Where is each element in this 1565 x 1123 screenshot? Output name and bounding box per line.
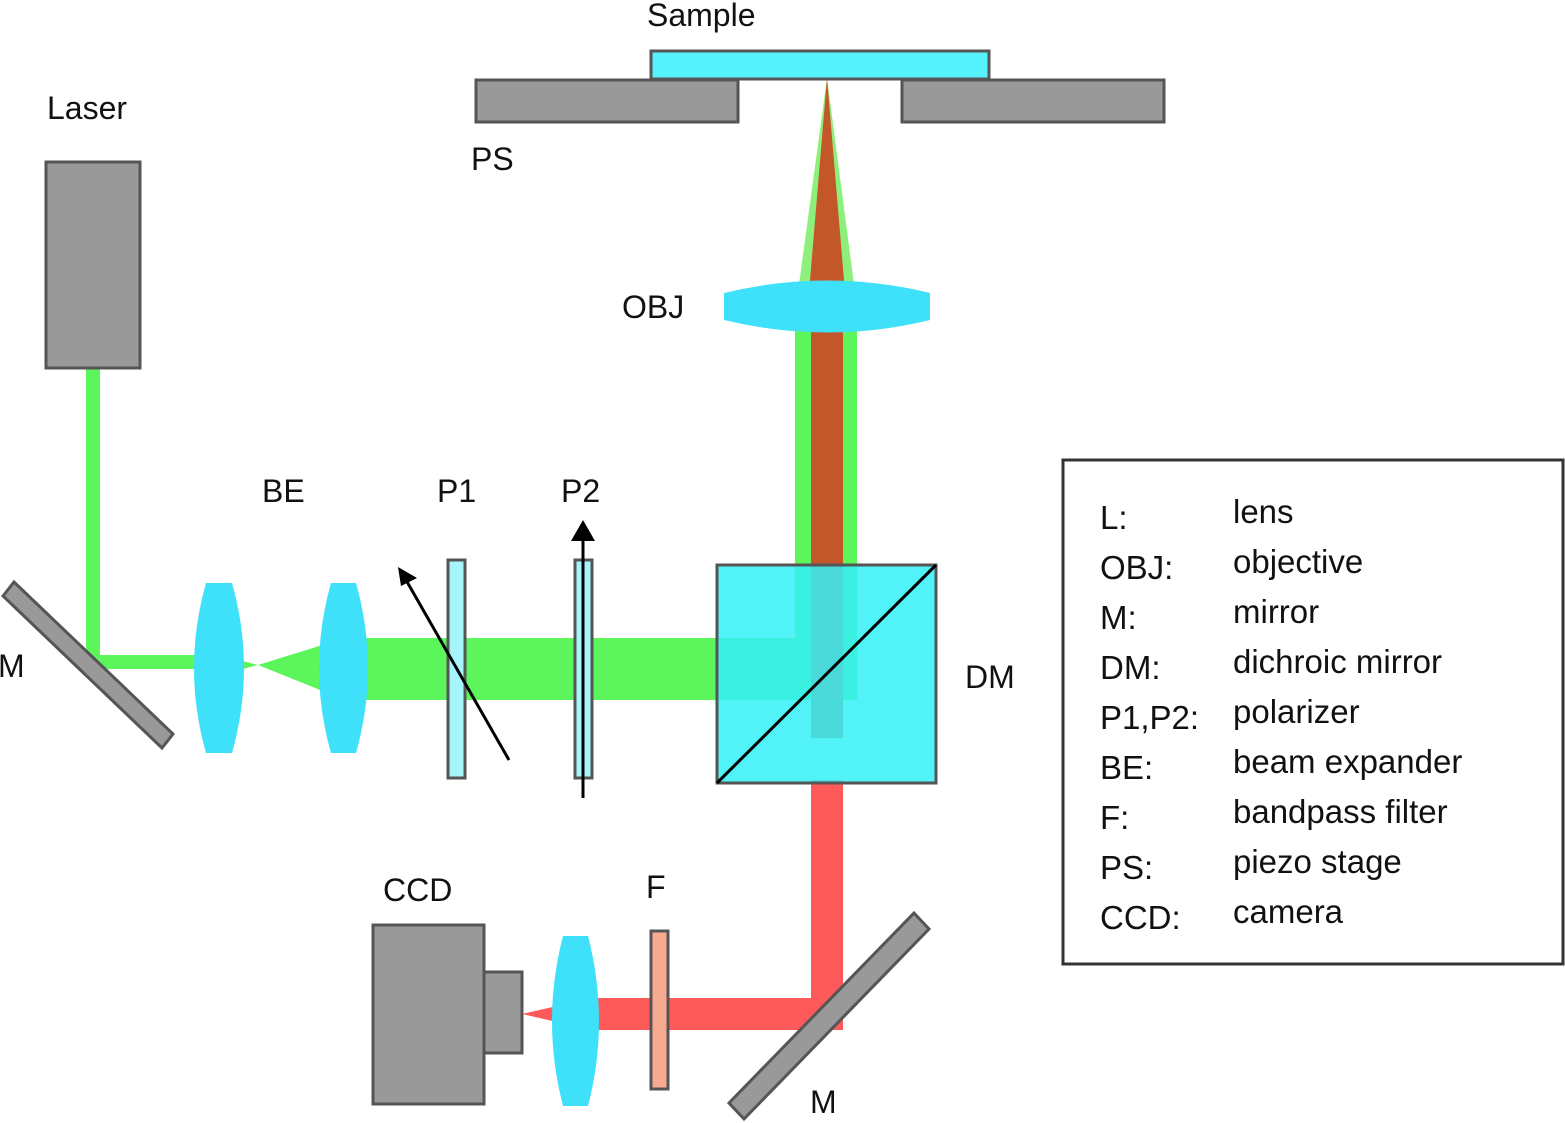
laser-box xyxy=(44,160,142,370)
legend-key: F: xyxy=(1100,799,1129,836)
legend-value: bandpass filter xyxy=(1233,793,1448,830)
polarizer-1-arrowhead xyxy=(398,567,417,586)
legend-value: mirror xyxy=(1233,593,1319,630)
legend-value: piezo stage xyxy=(1233,843,1402,880)
legend-key: OBJ: xyxy=(1100,549,1173,586)
polarizer-2-label: P2 xyxy=(561,473,600,509)
ccd-camera-nose xyxy=(482,970,524,1055)
legend-value: polarizer xyxy=(1233,693,1360,730)
beam-expander-label: BE xyxy=(262,473,305,509)
camera-label: CCD xyxy=(383,872,452,908)
legend-key: L: xyxy=(1100,499,1128,536)
mirror-left xyxy=(0,579,176,751)
dichroic-mirror-label: DM xyxy=(965,659,1015,695)
ccd-camera-body xyxy=(371,923,486,1106)
legend-key: DM: xyxy=(1100,649,1161,686)
polarizer-1-axis-line xyxy=(404,579,511,761)
sample-slide xyxy=(649,49,991,81)
objective-label: OBJ xyxy=(622,289,684,325)
polarizer-2-arrowhead xyxy=(571,520,595,541)
tube-lens xyxy=(552,936,599,1106)
mirror-left-shape xyxy=(0,579,176,751)
mirror-bottom-shape xyxy=(726,910,932,1122)
dichroic-mirror-diagonal xyxy=(715,563,938,785)
mirror-left-label: M xyxy=(0,648,25,684)
objective-lens xyxy=(724,280,930,333)
sample-label: Sample xyxy=(647,0,756,33)
bandpass-filter xyxy=(649,929,670,1091)
emission-focus-cone xyxy=(809,78,845,292)
beam-expander-lens-1 xyxy=(194,583,244,753)
legend-value: objective xyxy=(1233,543,1363,580)
laser-label: Laser xyxy=(47,90,127,126)
legend-value: camera xyxy=(1233,893,1344,930)
piezo-stage-left xyxy=(474,78,740,124)
legend-box xyxy=(1061,458,1565,966)
legend-key: PS: xyxy=(1100,849,1153,886)
filter-label: F xyxy=(646,869,666,905)
legend-value: beam expander xyxy=(1233,743,1462,780)
emission-beam-down xyxy=(811,780,843,1030)
legend-key: P1,P2: xyxy=(1100,699,1199,736)
legend-key: M: xyxy=(1100,599,1137,636)
beam-expander-lens-2 xyxy=(319,583,368,753)
polarizer-1-label: P1 xyxy=(437,473,476,509)
legend-value: lens xyxy=(1233,493,1294,530)
emission-beam-left xyxy=(592,998,843,1030)
legend-key: CCD: xyxy=(1100,899,1181,936)
mirror-bottom-label: M xyxy=(810,1084,837,1120)
piezo-stage-right xyxy=(900,78,1166,124)
laser-beam-horizontal xyxy=(86,655,220,669)
piezo-stage-label: PS xyxy=(471,141,514,177)
legend-value: dichroic mirror xyxy=(1233,643,1442,680)
laser-beam-vertical xyxy=(86,368,100,666)
legend-key: BE: xyxy=(1100,749,1153,786)
